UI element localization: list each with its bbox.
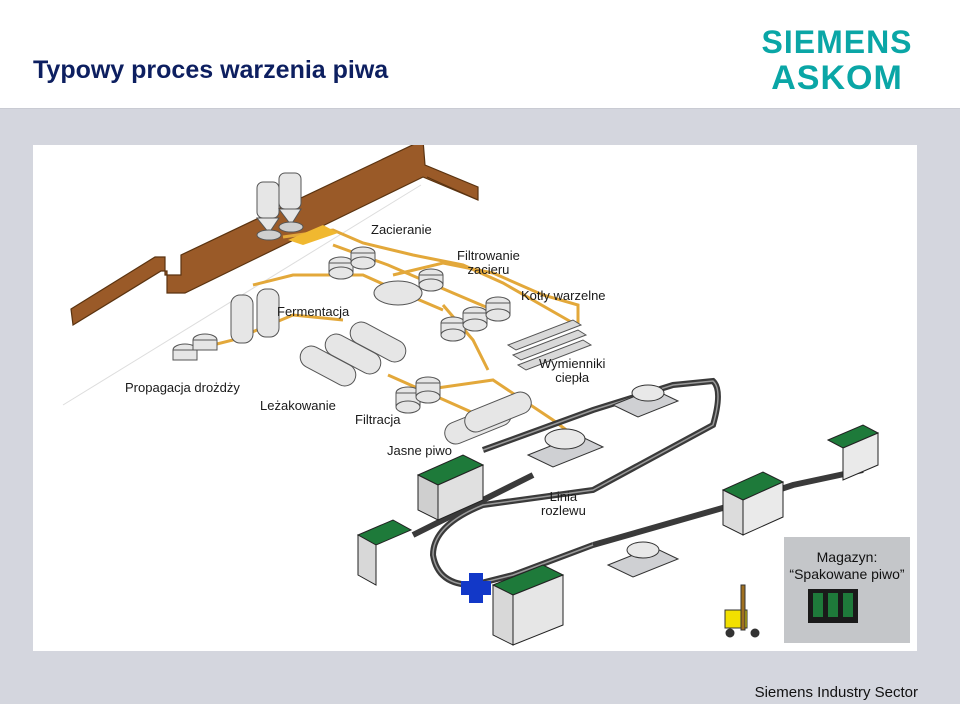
label-fermentacja: Fermentacja xyxy=(277,304,350,319)
label-zacieranie: Zacieranie xyxy=(371,222,432,237)
packaging-machines xyxy=(356,424,880,646)
label-linia-rozlewu: Linia rozlewu xyxy=(541,489,586,518)
lagering-tanks xyxy=(299,321,407,387)
mash-tanks xyxy=(328,246,511,342)
logo-siemens: SIEMENS xyxy=(761,24,912,60)
grain-silos xyxy=(255,172,304,241)
footer-text: Siemens Industry Sector xyxy=(754,684,918,701)
rotary-fillers xyxy=(526,384,680,578)
heat-exchangers xyxy=(506,319,593,371)
forklift-icon xyxy=(724,584,760,638)
warehouse-box: Magazyn: “Spakowane piwo” xyxy=(784,537,910,643)
bright-beer-tanks xyxy=(444,391,532,445)
cross-icon xyxy=(461,573,491,603)
siemens-askom-logo: SIEMENS ASKOM xyxy=(761,24,912,93)
label-jasne-piwo: Jasne piwo xyxy=(387,443,453,458)
diagram-canvas: Zacieranie Filtrowanie zacieru Kotły war… xyxy=(33,139,917,651)
fermentation-tanks xyxy=(172,288,280,361)
label-lezakowanie: Leżakowanie xyxy=(260,398,336,413)
label-filtrowanie: Filtrowanie zacieru xyxy=(457,248,520,277)
label-filtracja: Filtracja xyxy=(355,412,401,427)
label-propagacja: Propagacja drożdży xyxy=(125,380,240,395)
header-bar: Typowy proces warzenia piwa SIEMENS ASKO… xyxy=(0,0,960,109)
warehouse-label: Magazyn: “Spakowane piwo” xyxy=(784,549,910,583)
label-wymienniki: Wymienniki ciepła xyxy=(539,356,606,385)
warehouse-subtitle: “Spakowane piwo” xyxy=(789,566,905,582)
brewery-diagram xyxy=(62,139,880,646)
logo-askom: ASKOM xyxy=(771,59,903,93)
warehouse-title: Magazyn: xyxy=(816,549,878,565)
label-kotly: Kotły warzelne xyxy=(521,288,606,303)
pallets-icon xyxy=(808,589,858,623)
filtration-units xyxy=(395,376,441,414)
page-title: Typowy proces warzenia piwa xyxy=(33,56,389,84)
